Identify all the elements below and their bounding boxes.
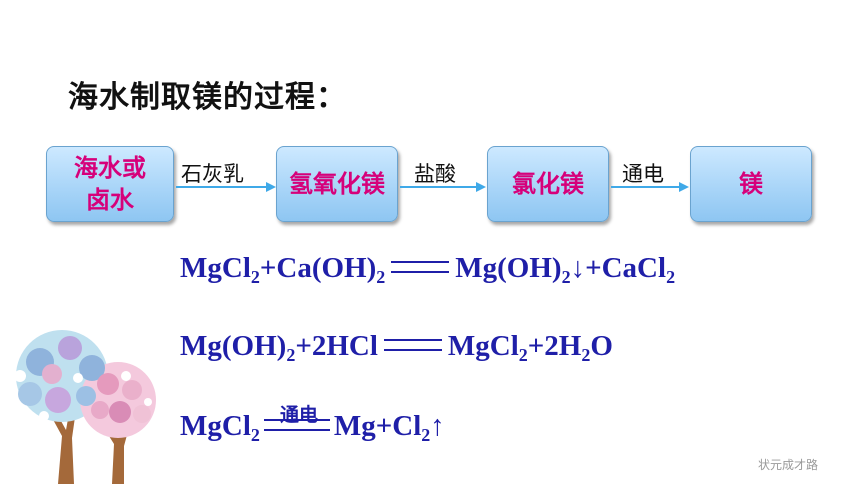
eq2-right: MgCl2+2H2O bbox=[447, 330, 613, 365]
eq2-left: Mg(OH)2+2HCl bbox=[180, 330, 378, 365]
flow-box-magnesium-hydroxide: 氢氧化镁 bbox=[276, 146, 398, 222]
equals-sign bbox=[263, 419, 330, 432]
flow-box-magnesium-chloride: 氯化镁 bbox=[487, 146, 609, 222]
equals-sign bbox=[391, 261, 450, 274]
eq3-left: MgCl2 bbox=[180, 410, 260, 445]
arrow-right-icon bbox=[176, 182, 276, 192]
blossom-tree-illustration bbox=[14, 330, 156, 484]
arrow-right-icon bbox=[400, 182, 486, 192]
equation-1: MgCl2+Ca(OH)2 Mg(OH)2↓+CaCl2 bbox=[180, 252, 675, 288]
equation-3: MgCl2 Mg+Cl2↑ bbox=[180, 410, 445, 446]
equals-sign bbox=[383, 339, 442, 352]
page-title: 海水制取镁的过程： bbox=[68, 80, 347, 115]
arrow-label-hydrochloric-acid: 盐酸 bbox=[414, 162, 456, 186]
blossom-canopy bbox=[14, 330, 156, 438]
flow-box-magnesium: 镁 bbox=[690, 146, 812, 222]
eq1-right: Mg(OH)2↓+CaCl2 bbox=[455, 252, 676, 287]
eq1-left: MgCl2+Ca(OH)2 bbox=[180, 252, 386, 287]
arrow-label-lime-milk: 石灰乳 bbox=[181, 162, 244, 186]
arrow-label-electrolysis: 通电 bbox=[622, 162, 664, 186]
equation-2: Mg(OH)2+2HCl MgCl2+2H2O bbox=[180, 330, 613, 366]
flow-box-seawater: 海水或 卤水 bbox=[46, 146, 174, 222]
watermark: 状元成才路 bbox=[758, 458, 819, 472]
eq3-right: Mg+Cl2↑ bbox=[333, 410, 445, 445]
arrow-right-icon bbox=[611, 182, 689, 192]
